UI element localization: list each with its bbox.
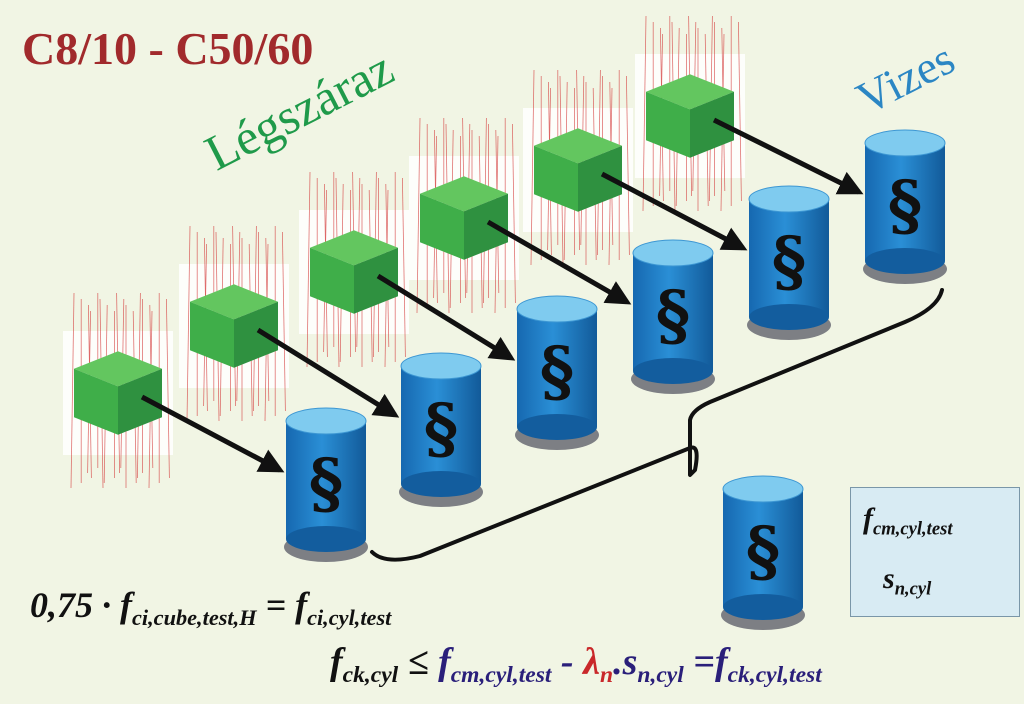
result-cylinder: § [721,475,805,630]
f1-lhs-f: f [120,585,132,625]
f1-rhs-sub: ci,cyl,test [307,604,392,630]
cylinders-layer: § § § § § § [284,129,947,562]
f2-leq: ≤ [407,641,429,683]
arrows-layer [140,117,864,473]
cubes-layer [63,15,745,489]
concrete-class-range-title: C8/10 - C50/60 [22,23,314,74]
result-cylinder-shape: § [721,475,805,630]
std-sub: n,cyl [894,578,932,600]
section-symbol: § [656,276,691,354]
arrow [376,273,516,361]
section-symbol: § [424,389,459,467]
cube-specimen [299,171,409,368]
mean-f: f [863,502,873,535]
f1-eq: = [265,585,287,625]
cylinder-specimen: § [863,129,947,284]
cube-specimen [179,225,289,422]
cylinder-specimen: § [747,185,831,340]
cylinder-specimen: § [399,352,483,507]
f2-minus: - [560,641,574,683]
section-symbol: § [888,166,923,244]
section-symbol: § [746,512,781,590]
std-deviation: sn,cyl [883,562,931,601]
mean-sub: cm,cyl,test [873,518,953,540]
f1-lhs-sub: ci,cube,test,H [132,604,257,630]
f2-s: s [622,641,638,683]
mean-strength: fcm,cyl,test [863,502,953,541]
f2-lhs-sub: ck,cyl [342,662,399,689]
bracket [370,288,944,562]
cylinder-specimen: § [515,295,599,450]
arrow [140,394,285,473]
f1-dot: · [102,585,111,625]
f2-lambda: λ [583,641,600,683]
f2-dot: . [613,641,623,683]
section-symbol: § [309,444,344,522]
arrow [600,171,748,251]
f2-lhs-f: f [330,641,343,683]
f2-res-sub: ck,cyl,test [727,662,822,689]
cylinder-specimen: § [631,239,715,394]
f2-res-f: f [714,641,728,683]
arrow [256,327,400,418]
cube-specimen [409,117,519,314]
f2-s-sub: n,cyl [637,662,684,689]
result-box: fcm,cyl,test sn,cyl [850,487,1020,617]
conversion-formula: 0,75 · fci,cube,test,H = fci,cyl,test [30,584,391,631]
cube-specimen [523,69,633,266]
section-symbol: § [540,332,575,410]
cube-specimen [635,15,745,212]
f2-mean-sub: cm,cyl,test [450,662,552,689]
f2-lambda-sub: n [599,662,614,689]
cube-specimen [63,292,173,489]
std-s: s [883,562,895,595]
f2-eq: = [693,641,715,683]
arrow [712,117,864,195]
cylinder-specimen: § [284,407,368,562]
section-symbol: § [772,222,807,300]
f1-rhs-f: f [295,585,308,625]
f1-coef: 0,75 [30,585,93,625]
arrow [486,219,632,305]
characteristic-strength-formula: fck,cyl ≤ fcm,cyl,test - λn.sn,cyl =fck,… [330,640,822,689]
f2-mean-f: f [438,641,451,683]
